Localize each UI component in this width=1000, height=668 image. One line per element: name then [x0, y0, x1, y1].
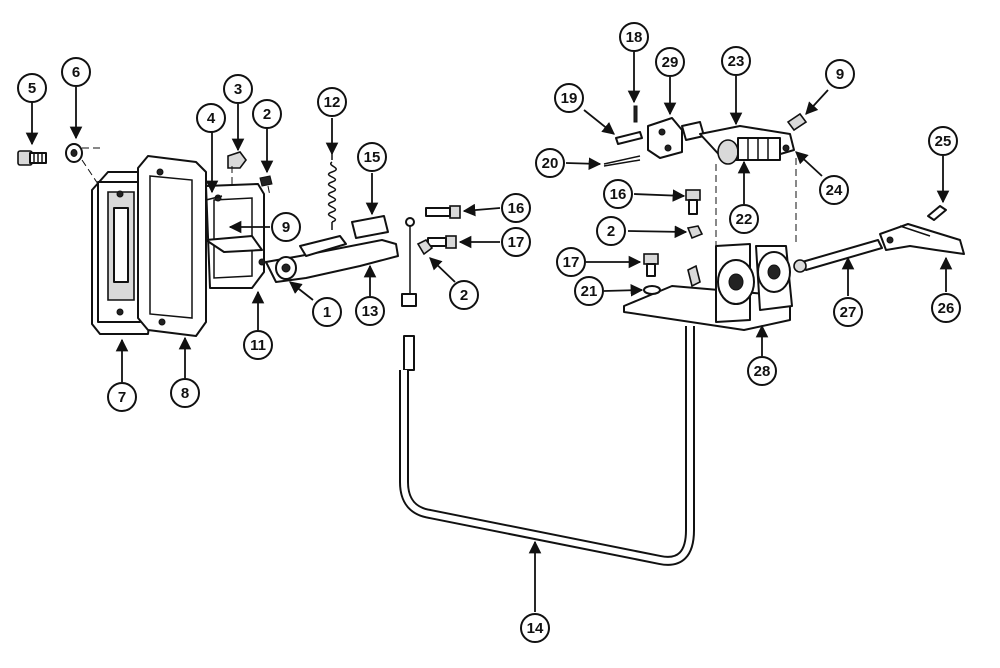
callout-12: 12 — [317, 87, 347, 117]
callout-27: 27 — [833, 297, 863, 327]
bolt-part-5 — [17, 150, 47, 166]
parts-artwork — [17, 105, 965, 566]
svg-text:16: 16 — [508, 200, 525, 217]
svg-text:9: 9 — [836, 66, 844, 83]
svg-text:11: 11 — [250, 337, 266, 354]
callout-17-right: 17 — [556, 247, 586, 277]
bolt-part-16-right — [685, 189, 701, 215]
callout-1: 1 — [312, 297, 342, 327]
svg-text:4: 4 — [207, 110, 216, 127]
callout-15: 15 — [357, 142, 387, 172]
svg-text:9: 9 — [282, 219, 290, 236]
svg-text:3: 3 — [234, 81, 242, 98]
svg-text:15: 15 — [364, 149, 381, 166]
callout-18: 18 — [619, 22, 649, 52]
callout-28: 28 — [747, 356, 777, 386]
callout-16-right: 16 — [603, 179, 633, 209]
svg-text:19: 19 — [561, 90, 578, 107]
screw-part-16-left — [425, 205, 461, 219]
svg-text:1: 1 — [323, 304, 331, 321]
svg-text:27: 27 — [840, 304, 857, 321]
callout-22: 22 — [729, 204, 759, 234]
bolt-part-17-right — [643, 253, 659, 277]
lever-part-26 — [879, 223, 965, 255]
callout-11: 11 — [243, 330, 273, 360]
svg-text:13: 13 — [362, 303, 379, 320]
latch-bracket-part-11 — [205, 183, 266, 289]
callout-25: 25 — [928, 126, 958, 156]
callout-19: 19 — [554, 83, 584, 113]
mounting-plate-part-28 — [623, 243, 793, 331]
svg-text:12: 12 — [324, 94, 341, 111]
washer-part-21 — [643, 285, 661, 295]
callout-2-right: 2 — [596, 216, 626, 246]
callout-16-left: 16 — [501, 193, 531, 223]
callout-13: 13 — [355, 296, 385, 326]
screw-part-17-left — [427, 235, 457, 249]
svg-text:2: 2 — [607, 223, 615, 240]
svg-text:2: 2 — [263, 106, 271, 123]
svg-text:23: 23 — [728, 53, 745, 70]
callout-2-top: 2 — [252, 99, 282, 129]
svg-text:8: 8 — [181, 385, 189, 402]
svg-text:18: 18 — [626, 29, 643, 46]
linkage-part-13 — [265, 215, 399, 283]
pin-part-25 — [927, 205, 947, 221]
svg-text:29: 29 — [662, 54, 679, 71]
gasket-part-8 — [137, 155, 207, 337]
callout-20: 20 — [535, 148, 565, 178]
handle-housing-part-7 — [91, 171, 151, 335]
callout-9-left: 9 — [271, 212, 301, 242]
leader-lines — [25, 52, 953, 612]
svg-text:17: 17 — [508, 234, 525, 251]
pin-part-19 — [615, 131, 643, 145]
callout-7: 7 — [107, 382, 137, 412]
clevis-part-29 — [647, 117, 705, 159]
callout-21: 21 — [574, 276, 604, 306]
callout-5: 5 — [17, 73, 47, 103]
callout-9-right: 9 — [825, 59, 855, 89]
callout-14: 14 — [520, 613, 550, 643]
svg-text:6: 6 — [72, 64, 80, 81]
cotter-part-20 — [603, 155, 641, 167]
callout-23: 23 — [721, 46, 751, 76]
callout-24: 24 — [819, 175, 849, 205]
callouts: 1 2 2 2 3 4 5 6 7 8 9 9 11 12 13 14 15 1… — [17, 22, 961, 643]
lock-cylinder-part-22 — [699, 125, 795, 165]
screw-part-9-right — [786, 112, 808, 132]
svg-text:25: 25 — [935, 133, 952, 150]
callout-17-left: 17 — [501, 227, 531, 257]
svg-text:17: 17 — [563, 254, 580, 271]
svg-text:16: 16 — [610, 186, 627, 203]
callout-6: 6 — [61, 57, 91, 87]
nut-part-3 — [227, 151, 247, 169]
callout-2-middle: 2 — [449, 280, 479, 310]
callout-4: 4 — [196, 103, 226, 133]
rod-part-27 — [793, 239, 883, 273]
svg-text:2: 2 — [460, 287, 468, 304]
callout-26: 26 — [931, 293, 961, 323]
callout-3: 3 — [223, 74, 253, 104]
cable-part-14 — [399, 217, 695, 566]
svg-text:24: 24 — [826, 182, 843, 199]
svg-text:20: 20 — [542, 155, 559, 172]
svg-text:21: 21 — [581, 283, 598, 300]
callout-8: 8 — [170, 378, 200, 408]
callout-29: 29 — [655, 47, 685, 77]
svg-text:28: 28 — [754, 363, 771, 380]
svg-text:14: 14 — [527, 620, 544, 637]
svg-text:26: 26 — [938, 300, 955, 317]
spring-part-12 — [327, 154, 337, 230]
svg-text:5: 5 — [28, 80, 36, 97]
svg-text:7: 7 — [118, 389, 126, 406]
svg-text:22: 22 — [736, 211, 753, 228]
